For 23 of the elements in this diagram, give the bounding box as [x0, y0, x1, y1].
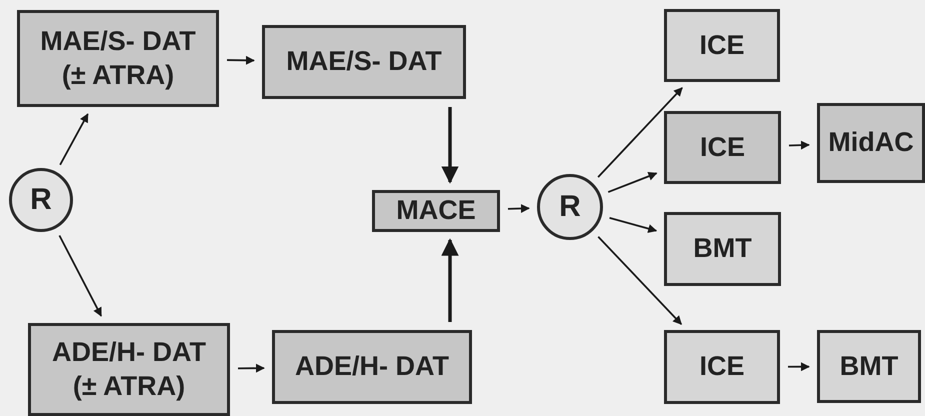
regimen-box: BMT [664, 212, 781, 286]
regimen-box: ICE [664, 330, 780, 404]
arrow [441, 107, 459, 184]
arrow [508, 204, 530, 213]
arrow [609, 217, 658, 233]
regimen-box: ICE [664, 9, 780, 82]
arrow [226, 56, 255, 65]
regimen-box: MAE/S- DAT [262, 25, 466, 99]
regimen-box: MAE/S- DAT (± ATRA) [17, 10, 219, 107]
arrow [58, 235, 102, 317]
arrow [788, 362, 810, 372]
arrow [238, 364, 265, 373]
regimen-box: ADE/H- DAT (± ATRA) [28, 323, 230, 416]
regimen-box: ADE/H- DAT [272, 330, 472, 404]
regimen-box: BMT [817, 330, 921, 403]
arrow [788, 140, 810, 150]
regimen-box: ICE [664, 111, 781, 184]
arrow [608, 172, 658, 193]
regimen-box: MACE [372, 190, 500, 232]
regimen-box: MidAC [817, 103, 925, 183]
arrow [598, 236, 682, 325]
arrow [59, 113, 89, 166]
arrow [441, 238, 459, 322]
